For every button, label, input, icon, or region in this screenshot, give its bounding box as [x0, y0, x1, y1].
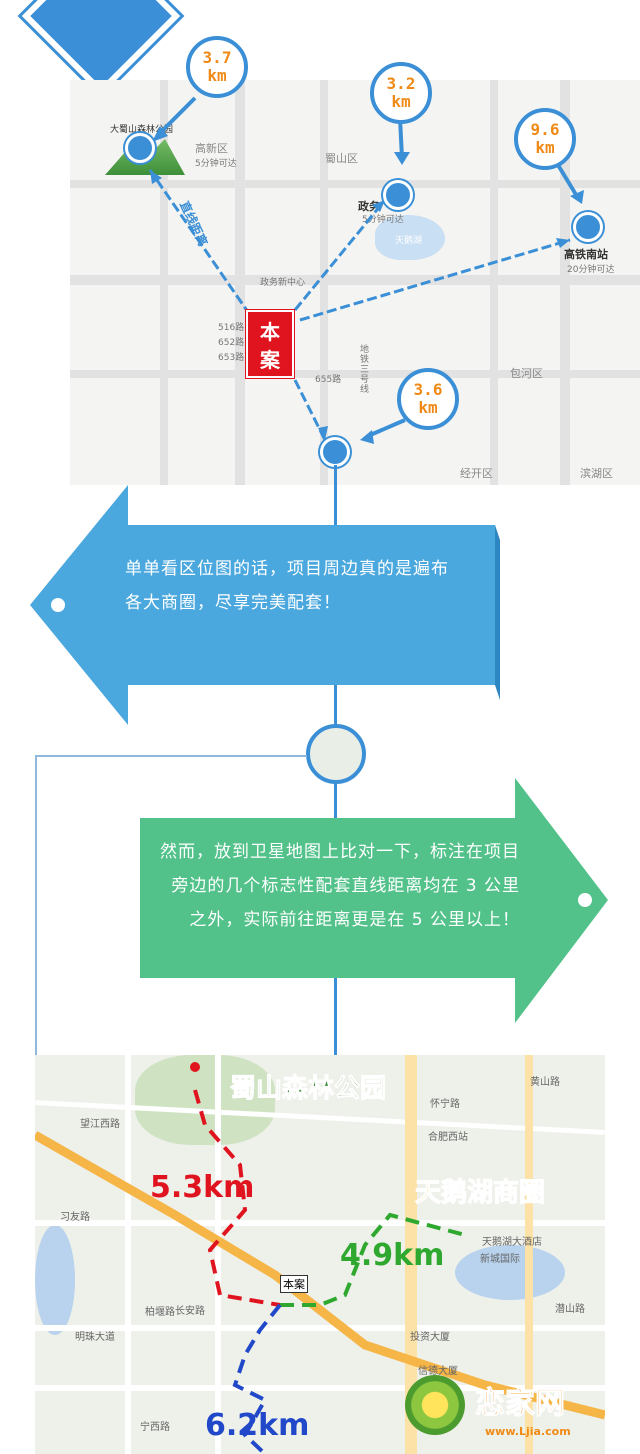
- callout-1-text: 单单看区位图的话，项目周边真的是遍布各大商圈，尽享完美配套！: [125, 559, 449, 613]
- metro-line3: 地铁三号线: [360, 345, 370, 395]
- callout-2-arrow: [140, 778, 608, 1023]
- region-high-tech: 高新区: [195, 142, 228, 155]
- street-label: 柏堰路: [145, 1307, 175, 1318]
- distance-government: 3.2 km: [370, 62, 432, 124]
- bus-516: 516路: [218, 323, 245, 333]
- gray-frame-line-v: [35, 755, 37, 1055]
- callout-1-arrow: [30, 485, 500, 725]
- swan-lake-label: 天鹅湖: [395, 236, 423, 246]
- gray-frame-line: [35, 755, 307, 757]
- swan-lake: [375, 215, 445, 260]
- street-label: 信德大厦: [418, 1366, 458, 1377]
- street-label: 长安路: [175, 1306, 205, 1317]
- route-arrows: [148, 96, 584, 444]
- distance-forest-park: 3.7 km: [186, 36, 248, 98]
- gov-time: 5分钟可达: [362, 215, 404, 225]
- street-label: 新城国际: [480, 1254, 520, 1265]
- south-marker: [320, 437, 350, 467]
- bus-655: 655路: [315, 375, 342, 385]
- region-shushan: 蜀山区: [325, 152, 358, 165]
- distance-south: 3.6 km: [397, 368, 459, 430]
- distance-high-speed: 9.6 km: [514, 108, 576, 170]
- gov-center-label: 政务新中心: [260, 278, 306, 288]
- bus-653: 653路: [218, 353, 245, 363]
- callout-2-text: 然而，放到卫星地图上比对一下，标注在项目旁边的几个标志性配套直线距离均在 3 公…: [160, 842, 520, 930]
- label-forest-park: 蜀山森林公园: [229, 1074, 387, 1105]
- street-label: 望江西路: [80, 1119, 120, 1130]
- street-label: 黄山路: [530, 1077, 560, 1088]
- hs-time: 20分钟可达: [567, 265, 615, 275]
- gov-marker: [383, 180, 413, 210]
- map2-routes: [35, 1062, 605, 1454]
- distance-5-3km: 5.3km: [150, 1170, 255, 1205]
- hs-station-label: 高铁南站: [564, 248, 608, 261]
- high-speed-marker: [573, 212, 603, 242]
- high-tech-time: 5分钟可达: [195, 159, 237, 169]
- street-label: 合肥西站: [428, 1132, 468, 1143]
- distance-4-9km: 4.9km: [340, 1238, 445, 1273]
- street-label: 天鹅湖大酒店: [482, 1237, 542, 1248]
- region-jingkai: 经开区: [460, 467, 493, 480]
- forest-park-marker: [125, 133, 155, 163]
- project-marker: 本 案: [246, 310, 294, 378]
- region-baohe: 包河区: [510, 367, 543, 380]
- watermark-url: www.Ljia.com: [485, 1425, 571, 1438]
- bus-652: 652路: [218, 338, 245, 348]
- street-label: 习友路: [60, 1212, 90, 1223]
- thumbnail-circle: [306, 724, 366, 784]
- watermark-logo: [405, 1375, 465, 1435]
- street-label: 明珠大道: [75, 1332, 115, 1343]
- street-label: 投资大厦: [410, 1332, 450, 1343]
- map2-project: 本案: [280, 1275, 308, 1293]
- region-binhu: 滨湖区: [580, 467, 613, 480]
- street-label: 宁西路: [140, 1422, 170, 1433]
- street-label: 怀宁路: [430, 1099, 460, 1110]
- gov-label: 政务: [358, 200, 380, 213]
- label-swan-business: 天鹅湖商圈: [414, 1178, 546, 1209]
- watermark-text: 恋家网: [475, 1386, 566, 1422]
- street-label: 潜山路: [555, 1304, 585, 1315]
- forest-park-label: 大蜀山森林公园: [110, 125, 174, 135]
- distance-6-2km: 6.2km: [205, 1408, 310, 1443]
